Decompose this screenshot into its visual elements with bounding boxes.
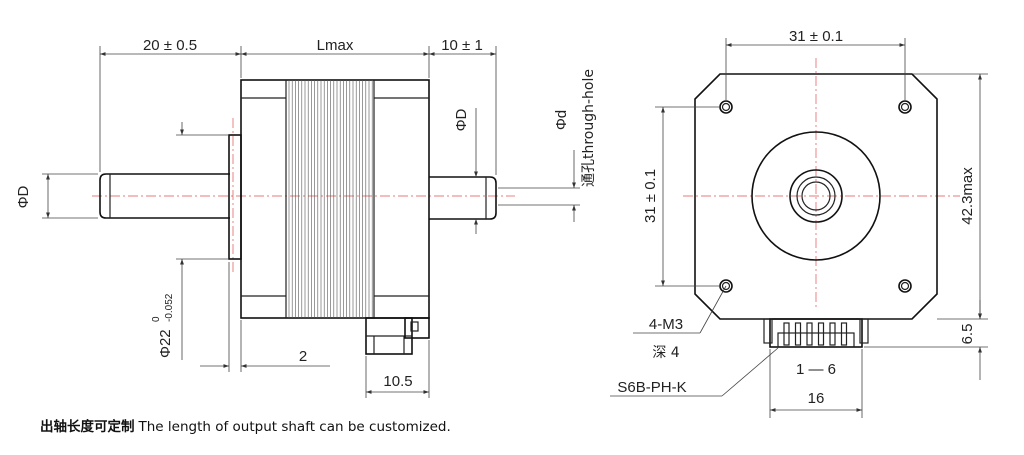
footer-note: 出轴长度可定制 The length of output shaft can b… — [40, 418, 451, 435]
through-hole — [801, 181, 831, 211]
footer-note-cn: 出轴长度可定制 — [40, 418, 135, 435]
shaft-inner — [796, 176, 836, 216]
dim-rear-shaft-diameter: ΦD — [453, 108, 470, 131]
screw-hole — [898, 279, 912, 293]
connector-pin — [806, 322, 813, 346]
front-view: 31 ± 0.1 31 ± 0.1 42.3max 6.5 16 1 — 6 4… — [610, 28, 988, 418]
shaft-outer — [789, 169, 843, 223]
dim-body-size: 42.3max — [959, 167, 976, 225]
screw-hole-depth: 深 4 — [652, 345, 679, 361]
screw-hole — [719, 279, 733, 293]
dim-body-length: Lmax — [317, 37, 354, 54]
dim-through-hole-diameter: Φd — [553, 110, 570, 130]
screw-hole — [719, 100, 733, 114]
dim-connector-width: 16 — [808, 390, 825, 407]
connector-leader — [721, 347, 779, 397]
connector-pin — [794, 322, 802, 346]
connector-pin — [783, 322, 790, 346]
connector-pin — [840, 322, 848, 346]
dim-hole-spacing-vertical: 31 ± 0.1 — [642, 169, 659, 223]
boss — [228, 134, 242, 260]
dim-connector-offset: 10.5 — [383, 373, 412, 390]
connector-side — [365, 317, 430, 355]
rear-shaft — [429, 176, 497, 220]
screw-leader — [699, 285, 727, 334]
connector-pin — [817, 322, 825, 346]
dim-front-shaft-length: 20 ± 0.5 — [143, 37, 197, 54]
dim-boss-diameter: Φ22 — [157, 329, 174, 358]
dim-hole-spacing-horizontal: 31 ± 0.1 — [789, 28, 843, 45]
connector-pin-range: 1 — 6 — [796, 361, 836, 378]
cooling-fins — [288, 80, 373, 318]
dim-boss-tol-upper: 0 — [151, 316, 162, 322]
connector-pins — [783, 322, 848, 346]
dim-connector-height: 6.5 — [959, 324, 976, 345]
connector-model: S6B-PH-K — [617, 379, 686, 396]
screw-hole — [898, 100, 912, 114]
dim-boss-height: 2 — [299, 348, 307, 365]
dim-shaft-diameter: ΦD — [15, 185, 32, 208]
footer-note-en: The length of output shaft can be custom… — [138, 419, 451, 435]
side-view: 20 ± 0.5 Lmax 10 ± 1 ΦD Φ22 0 -0.052 2 Φ… — [15, 37, 597, 398]
front-shaft — [99, 173, 230, 219]
dim-rear-shaft-length: 10 ± 1 — [441, 37, 483, 54]
motor-front-face — [694, 73, 938, 320]
connector-pin — [829, 322, 836, 346]
motor-body — [240, 79, 430, 319]
screw-hole-spec: 4-M3 — [649, 316, 683, 333]
dim-boss-tol-lower: -0.052 — [164, 293, 175, 322]
boss-circle — [751, 131, 881, 261]
through-hole-note: 通孔through-hole — [581, 69, 597, 187]
connector-front — [763, 318, 869, 348]
